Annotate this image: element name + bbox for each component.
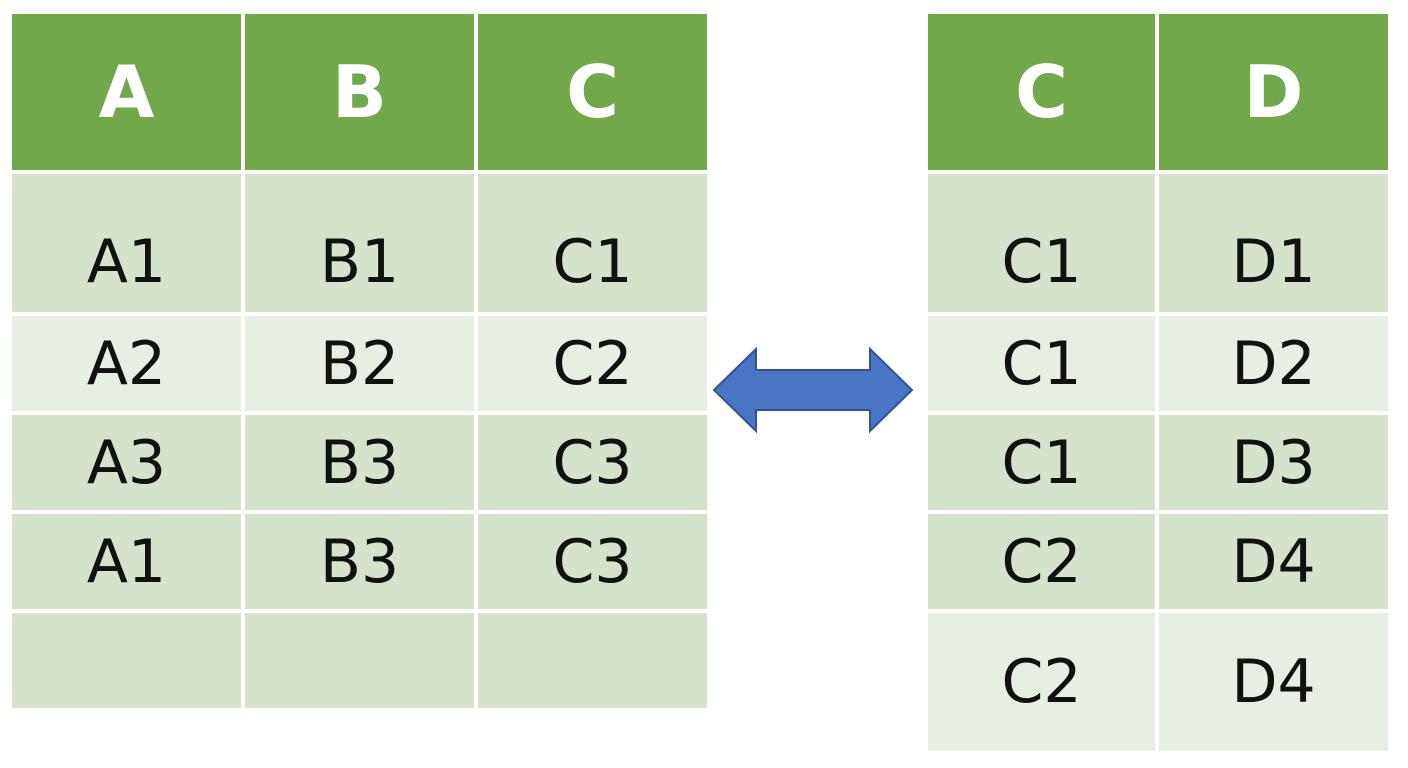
right-cell-r2-c1: C1: [928, 316, 1155, 411]
right-header-c: C: [928, 14, 1155, 170]
left-cell-r1-c3: C1: [478, 174, 707, 312]
left-cell-r3-c3: C3: [478, 415, 707, 510]
left-cell-r5-c3: [478, 613, 707, 708]
left-cell-r3-c2: B3: [245, 415, 474, 510]
right-cell-r3-c1: C1: [928, 415, 1155, 510]
right-cell-r4-c2: D4: [1159, 514, 1388, 609]
double-headed-arrow-icon: [712, 346, 914, 434]
right-cell-r5-c2: D4: [1159, 613, 1388, 751]
left-cell-r1-c1: A1: [12, 174, 241, 312]
right-cell-r4-c1: C2: [928, 514, 1155, 609]
left-cell-r2-c1: A2: [12, 316, 241, 411]
left-table: A B C A1 B1 C1 A2 B2 C2 A3 B3 C3 A1 B3 C…: [12, 14, 708, 708]
left-cell-r5-c1: [12, 613, 241, 708]
right-cell-r2-c2: D2: [1159, 316, 1388, 411]
right-header-d: D: [1159, 14, 1388, 170]
left-cell-r2-c3: C2: [478, 316, 707, 411]
left-cell-r2-c2: B2: [245, 316, 474, 411]
left-cell-r1-c2: B1: [245, 174, 474, 312]
right-cell-r1-c1: C1: [928, 174, 1155, 312]
arrow-shape: [712, 346, 914, 434]
left-cell-r4-c2: B3: [245, 514, 474, 609]
left-cell-r5-c2: [245, 613, 474, 708]
right-cell-r3-c2: D3: [1159, 415, 1388, 510]
left-cell-r4-c3: C3: [478, 514, 707, 609]
left-header-a: A: [12, 14, 241, 170]
left-cell-r3-c1: A3: [12, 415, 241, 510]
right-cell-r5-c1: C2: [928, 613, 1155, 751]
left-header-b: B: [245, 14, 474, 170]
right-cell-r1-c2: D1: [1159, 174, 1388, 312]
left-cell-r4-c1: A1: [12, 514, 241, 609]
left-header-c: C: [478, 14, 707, 170]
right-table: C D C1 D1 C1 D2 C1 D3 C2 D4 C2 D4: [928, 14, 1388, 751]
